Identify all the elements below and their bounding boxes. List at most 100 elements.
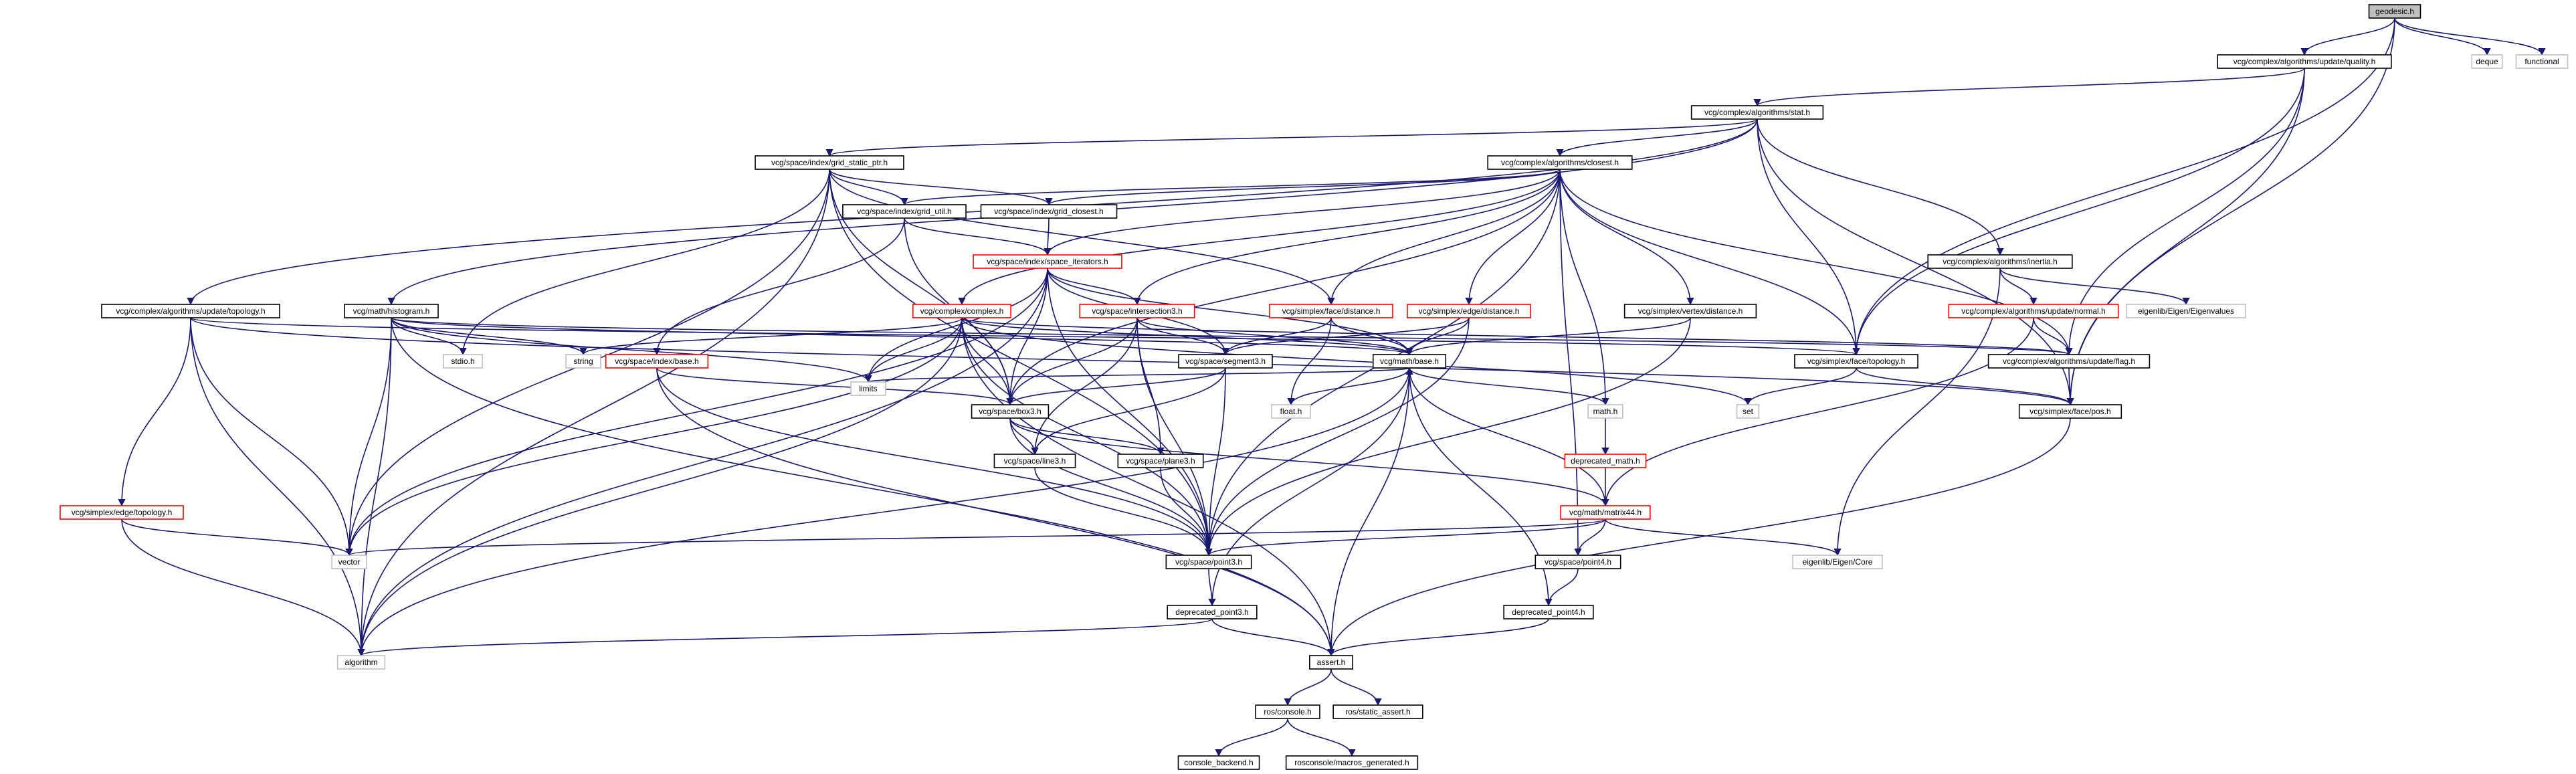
dependency-edge	[1834, 268, 2001, 557]
file-node-label: limits	[859, 384, 877, 393]
file-node[interactable]: vcg/space/segment3.h	[1178, 354, 1273, 369]
file-node-label: vcg/complex/algorithms/inertia.h	[1943, 257, 2057, 266]
dependency-edge	[1559, 169, 1582, 557]
file-node[interactable]: deprecated_point3.h	[1167, 605, 1258, 619]
dependency-edge	[864, 317, 963, 383]
file-node-box	[344, 304, 439, 318]
file-node[interactable]: ros/static_assert.h	[1332, 704, 1423, 719]
dependency-edge	[357, 367, 1410, 657]
file-node[interactable]: vcg/space/index/space_iterators.h	[973, 254, 1122, 269]
dependency-edge	[864, 268, 1048, 383]
dependency-edge	[825, 118, 1758, 157]
file-node[interactable]: vcg/space/index/base.h	[605, 354, 709, 369]
dependency-edge	[961, 317, 1335, 657]
dependency-edge	[961, 317, 1014, 406]
dependency-edge	[391, 317, 872, 383]
file-node[interactable]: vcg/complex/algorithms/stat.h	[1690, 105, 1824, 120]
dependency-edge	[1753, 68, 2305, 107]
file-node[interactable]: vcg/space/point4.h	[1534, 555, 1621, 569]
file-node[interactable]: rosconsole/macros_generated.h	[1285, 755, 1419, 770]
file-node[interactable]: vcg/complex/algorithms/update/normal.h	[1948, 304, 2119, 318]
file-node-box	[2368, 4, 2421, 19]
file-node[interactable]: deprecated_point4.h	[1503, 605, 1594, 619]
file-node[interactable]: vcg/simplex/face/pos.h	[2018, 404, 2122, 419]
file-node-box	[1372, 354, 1447, 369]
file-node[interactable]: assert.h	[1309, 655, 1354, 670]
file-node[interactable]: console_backend.h	[1177, 755, 1260, 770]
dependency-edge	[1327, 367, 1410, 657]
dependency-edge	[190, 317, 365, 657]
dependency-edge	[1044, 217, 1052, 256]
dependency-edge	[1757, 118, 1860, 356]
dependency-edge	[1465, 169, 1561, 306]
file-node[interactable]: vcg/complex/algorithms/update/flag.h	[1987, 354, 2151, 369]
dependency-edge	[1205, 317, 1470, 557]
file-node[interactable]: vcg/complex/complex.h	[912, 304, 1011, 318]
dependency-edge	[1559, 169, 1860, 356]
file-node[interactable]: vcg/space/index/grid_closest.h	[980, 204, 1118, 219]
file-node-box	[2471, 54, 2503, 69]
dependency-edge	[1327, 618, 1549, 657]
file-node-box	[1587, 404, 1623, 419]
file-node-label: vcg/space/line3.h	[1004, 456, 1066, 466]
file-node-label: deprecated_math.h	[1571, 456, 1640, 466]
file-node-label: vcg/math/matrix44.h	[1569, 508, 1642, 517]
dependency-edge	[904, 217, 1052, 256]
file-node-box	[1309, 655, 1354, 670]
file-node-box	[1177, 755, 1260, 770]
file-node-box	[1167, 605, 1258, 619]
file-node[interactable]: vcg/math/histogram.h	[344, 304, 439, 318]
dependency-edge	[190, 317, 353, 557]
dependency-edge	[391, 317, 587, 356]
file-node[interactable]: vcg/simplex/vertex/distance.h	[1623, 304, 1757, 318]
dependency-edge	[656, 367, 1213, 557]
file-node-label: assert.h	[1317, 658, 1346, 667]
dependency-edge	[190, 317, 2074, 406]
file-node-box	[1564, 454, 1647, 468]
file-node[interactable]: vcg/complex/algorithms/inertia.h	[1927, 254, 2073, 269]
file-node[interactable]: vcg/simplex/edge/topology.h	[60, 505, 184, 520]
dependency-edge	[1221, 317, 1470, 356]
file-node-box	[1285, 755, 1419, 770]
file-node[interactable]: vcg/space/box3.h	[971, 404, 1050, 419]
file-node[interactable]: deprecated_math.h	[1564, 454, 1647, 468]
file-node[interactable]: vcg/simplex/face/topology.h	[1794, 354, 1918, 369]
file-node[interactable]: vcg/complex/algorithms/update/topology.h	[101, 304, 280, 318]
file-node[interactable]: vcg/space/point3.h	[1165, 555, 1252, 569]
file-node[interactable]: vcg/space/index/grid_static_ptr.h	[755, 155, 904, 170]
file-node-label: vector	[338, 557, 361, 567]
file-node[interactable]: vcg/space/index/grid_util.h	[842, 204, 967, 219]
file-node: limits	[850, 381, 886, 396]
dependency-edge	[1215, 718, 1288, 757]
dependency-edge	[2066, 17, 2395, 406]
file-node[interactable]: vcg/space/plane3.h	[1117, 454, 1204, 468]
file-node-label: eigenlib/Eigen/Core	[1803, 557, 1873, 567]
dependency-edge	[345, 317, 392, 557]
file-node[interactable]: vcg/complex/algorithms/closest.h	[1487, 155, 1633, 170]
file-node-box	[1407, 304, 1531, 318]
dependency-edge	[391, 317, 1413, 356]
file-node-label: functional	[2524, 57, 2559, 66]
file-node-box	[2515, 54, 2569, 69]
file-node-box	[1736, 404, 1760, 419]
file-node-label: vcg/space/index/grid_util.h	[857, 207, 951, 216]
file-node[interactable]: ros/console.h	[1255, 704, 1320, 719]
dependency-edge	[118, 317, 191, 507]
file-node[interactable]: vcg/complex/algorithms/update/quality.h	[2217, 54, 2392, 69]
file-node[interactable]: vcg/space/line3.h	[993, 454, 1076, 468]
file-node[interactable]: vcg/space/intersection3.h	[1079, 304, 1195, 318]
file-node-box	[1269, 304, 1393, 318]
file-node-label: vcg/space/point3.h	[1175, 557, 1242, 567]
file-node-label: vcg/space/intersection3.h	[1092, 306, 1182, 316]
file-node[interactable]: vcg/math/base.h	[1372, 354, 1447, 369]
file-node[interactable]: vcg/simplex/face/distance.h	[1269, 304, 1393, 318]
file-node-label: vcg/simplex/edge/distance.h	[1419, 306, 1520, 316]
dependency-edge	[1405, 367, 1606, 506]
file-node[interactable]: vcg/math/matrix44.h	[1560, 505, 1651, 520]
file-node: vector	[331, 555, 367, 569]
file-node-box	[443, 354, 483, 369]
file-node[interactable]: vcg/simplex/edge/distance.h	[1407, 304, 1531, 318]
file-node-label: geodesic.h	[2375, 7, 2414, 16]
file-node-label: vcg/simplex/vertex/distance.h	[1638, 306, 1743, 316]
